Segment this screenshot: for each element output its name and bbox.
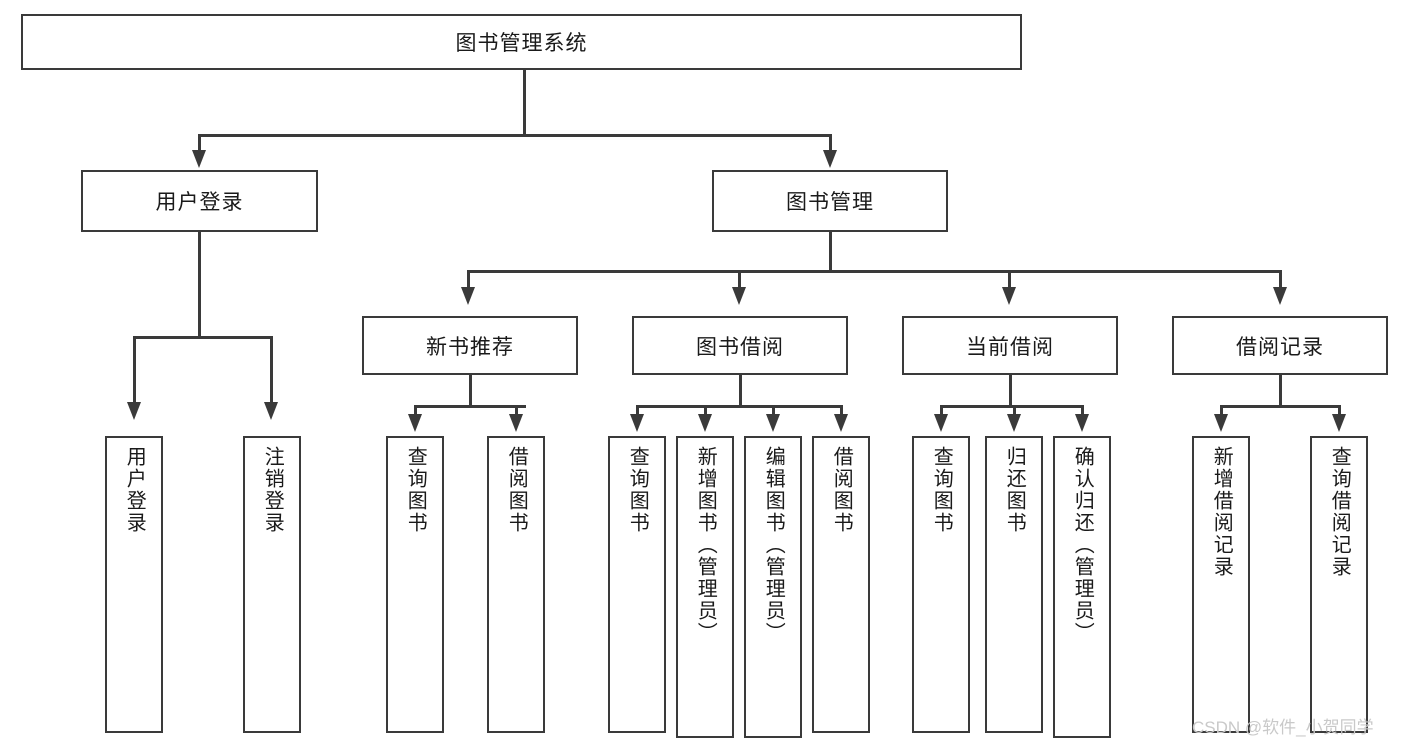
connector-user-login-branch-2 bbox=[270, 336, 273, 406]
arrow-borrow-leaf-4 bbox=[834, 414, 848, 432]
leaf-borrow-edit-book-admin[interactable]: 编辑图书（管理员） bbox=[744, 436, 802, 738]
arrow-bm-to-new-book-recommend bbox=[461, 287, 475, 305]
connector-borrow-branch-4 bbox=[840, 405, 843, 417]
arrow-root-to-book-management bbox=[823, 150, 837, 168]
arrow-user-login-leaf-1 bbox=[127, 402, 141, 420]
node-label: 图书借阅 bbox=[696, 335, 784, 359]
arrow-current-leaf-2 bbox=[1007, 414, 1021, 432]
node-label: 当前借阅 bbox=[966, 335, 1054, 359]
leaf-current-confirm-return-admin[interactable]: 确认归还（管理员） bbox=[1053, 436, 1111, 738]
leaf-borrow-add-book-admin[interactable]: 新增图书（管理员） bbox=[676, 436, 734, 738]
connector-current-stem bbox=[1009, 375, 1012, 407]
connector-bm-branch-4 bbox=[1279, 270, 1282, 290]
node-label: 查询图书 bbox=[626, 446, 649, 534]
connector-book-management-bar bbox=[467, 270, 1281, 273]
leaf-records-query-record[interactable]: 查询借阅记录 bbox=[1310, 436, 1368, 733]
connector-recommend-bar bbox=[414, 405, 526, 408]
node-label: 借阅图书 bbox=[505, 446, 528, 534]
arrow-recommend-leaf-1 bbox=[408, 414, 422, 432]
connector-recommend-stem bbox=[469, 375, 472, 407]
arrow-borrow-leaf-1 bbox=[630, 414, 644, 432]
node-label: 查询借阅记录 bbox=[1328, 446, 1351, 578]
arrow-records-leaf-2 bbox=[1332, 414, 1346, 432]
connector-records-branch-2 bbox=[1338, 405, 1341, 417]
connector-root-bar bbox=[198, 134, 830, 137]
node-label: 用户登录 bbox=[123, 446, 146, 534]
leaf-current-return-book[interactable]: 归还图书 bbox=[985, 436, 1043, 733]
connector-records-stem bbox=[1279, 375, 1282, 407]
connector-bm-branch-1 bbox=[467, 270, 470, 290]
connector-current-branch-2 bbox=[1013, 405, 1016, 417]
arrow-current-leaf-1 bbox=[934, 414, 948, 432]
leaf-user-login-login[interactable]: 用户登录 bbox=[105, 436, 163, 733]
node-label: 图书管理 bbox=[786, 191, 874, 214]
leaf-user-login-logout[interactable]: 注销登录 bbox=[243, 436, 301, 733]
connector-root-to-user-login bbox=[198, 134, 201, 154]
node-borrow-records[interactable]: 借阅记录 bbox=[1172, 316, 1388, 375]
connector-root-to-book-management bbox=[829, 134, 832, 154]
connector-root-stem bbox=[523, 70, 526, 136]
node-label: 编辑图书（管理员） bbox=[762, 446, 785, 644]
node-new-book-recommend[interactable]: 新书推荐 bbox=[362, 316, 578, 375]
connector-borrow-stem bbox=[739, 375, 742, 407]
node-label: 借阅图书 bbox=[830, 446, 853, 534]
connector-current-bar bbox=[940, 405, 1082, 408]
node-book-management[interactable]: 图书管理 bbox=[712, 170, 948, 232]
connector-borrow-branch-2 bbox=[704, 405, 707, 417]
connector-current-branch-1 bbox=[940, 405, 943, 417]
arrow-bm-to-current-borrow bbox=[1002, 287, 1016, 305]
node-label: 新书推荐 bbox=[426, 335, 514, 359]
connector-user-login-stem bbox=[198, 232, 201, 338]
arrow-current-leaf-3 bbox=[1075, 414, 1089, 432]
node-label: 注销登录 bbox=[261, 446, 284, 534]
connector-recommend-branch-1 bbox=[414, 405, 417, 417]
leaf-records-add-record[interactable]: 新增借阅记录 bbox=[1192, 436, 1250, 733]
node-label: 查询图书 bbox=[404, 446, 427, 534]
connector-bm-branch-2 bbox=[738, 270, 741, 290]
node-label: 借阅记录 bbox=[1236, 335, 1324, 359]
node-current-borrow[interactable]: 当前借阅 bbox=[902, 316, 1118, 375]
connector-bm-branch-3 bbox=[1008, 270, 1011, 290]
node-book-borrow[interactable]: 图书借阅 bbox=[632, 316, 848, 375]
arrow-user-login-leaf-2 bbox=[264, 402, 278, 420]
node-label: 新增图书（管理员） bbox=[694, 446, 717, 644]
leaf-recommend-query-book[interactable]: 查询图书 bbox=[386, 436, 444, 733]
arrow-records-leaf-1 bbox=[1214, 414, 1228, 432]
connector-current-branch-3 bbox=[1081, 405, 1084, 417]
node-label: 用户登录 bbox=[155, 191, 244, 214]
node-label: 新增借阅记录 bbox=[1210, 446, 1233, 578]
arrow-root-to-user-login bbox=[192, 150, 206, 168]
connector-borrow-branch-3 bbox=[772, 405, 775, 417]
leaf-borrow-borrow-book[interactable]: 借阅图书 bbox=[812, 436, 870, 733]
arrow-bm-to-borrow-records bbox=[1273, 287, 1287, 305]
connector-borrow-branch-1 bbox=[636, 405, 639, 417]
node-root-system[interactable]: 图书管理系统 bbox=[21, 14, 1022, 70]
connector-user-login-branch-1 bbox=[133, 336, 136, 406]
arrow-bm-to-book-borrow bbox=[732, 287, 746, 305]
connector-user-login-bar bbox=[133, 336, 271, 339]
node-label: 图书管理系统 bbox=[455, 32, 588, 55]
connector-recommend-branch-2 bbox=[515, 405, 518, 417]
leaf-recommend-borrow-book[interactable]: 借阅图书 bbox=[487, 436, 545, 733]
connector-book-management-stem bbox=[829, 232, 832, 272]
arrow-borrow-leaf-2 bbox=[698, 414, 712, 432]
node-label: 归还图书 bbox=[1003, 446, 1026, 534]
arrow-recommend-leaf-2 bbox=[509, 414, 523, 432]
connector-records-bar bbox=[1220, 405, 1340, 408]
node-label: 查询图书 bbox=[930, 446, 953, 534]
arrow-borrow-leaf-3 bbox=[766, 414, 780, 432]
connector-records-branch-1 bbox=[1220, 405, 1223, 417]
node-label: 确认归还（管理员） bbox=[1071, 446, 1094, 644]
leaf-borrow-query-book[interactable]: 查询图书 bbox=[608, 436, 666, 733]
connector-borrow-bar bbox=[636, 405, 842, 408]
leaf-current-query-book[interactable]: 查询图书 bbox=[912, 436, 970, 733]
node-user-login[interactable]: 用户登录 bbox=[81, 170, 318, 232]
